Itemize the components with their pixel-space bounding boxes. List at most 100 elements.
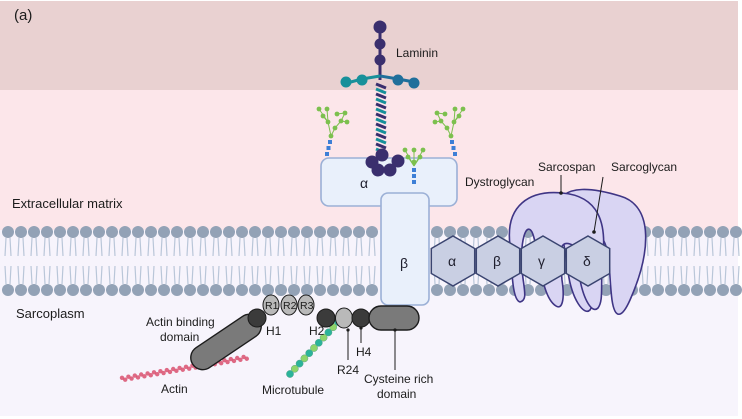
laminin-coiled-coil	[375, 82, 387, 155]
lipid-tail	[290, 237, 298, 257]
actin-monomer	[123, 377, 128, 382]
lipid-head	[704, 284, 716, 296]
actin-monomer	[129, 376, 134, 381]
laminin-label: Laminin	[396, 46, 438, 60]
actin-monomer	[238, 357, 243, 363]
lipid-head	[678, 284, 690, 296]
lipid-head	[327, 226, 339, 238]
laminin-bead	[374, 54, 386, 66]
glycan-stalk-unit	[450, 140, 454, 144]
sarcoglycan-alpha-label: α	[448, 253, 456, 269]
coil-segment	[375, 142, 387, 150]
r24-leader-dot	[346, 328, 350, 332]
lipid-tail	[147, 265, 155, 285]
lipid-tail	[212, 237, 220, 257]
lipid-tail	[732, 265, 740, 285]
sarcoglycan-delta	[565, 235, 611, 287]
spectrin-repeat-r3	[297, 294, 315, 316]
lipid-tail	[706, 265, 714, 285]
glycan-bond	[404, 149, 415, 167]
lipid-tail	[199, 237, 207, 257]
glycan-stalk-unit	[451, 146, 456, 150]
lipid-tail	[238, 265, 246, 285]
glycan-stalk-unit	[326, 146, 331, 150]
extracellular-matrix-label: Extracellular matrix	[12, 196, 123, 211]
lipid-tail	[121, 265, 129, 285]
lipid-tail	[355, 237, 363, 257]
lipid-head	[41, 226, 53, 238]
laminin-globule	[375, 148, 389, 162]
lipid-tail	[173, 265, 181, 285]
cysteine-rich-label-line2: domain	[377, 387, 416, 401]
lipid-tail	[30, 265, 38, 285]
glycan-sugar	[316, 106, 322, 112]
lipid-tail	[264, 265, 272, 285]
lipid-tail	[303, 265, 311, 285]
lipid-tail	[368, 265, 376, 285]
tubulin-subunit	[295, 359, 304, 368]
lipid-tail	[641, 265, 649, 285]
glycan-stalk-unit	[412, 174, 416, 178]
lipid-head	[2, 226, 14, 238]
actin-monomer	[148, 373, 153, 378]
lipid-tail	[342, 237, 350, 257]
lipid-tail	[69, 265, 77, 285]
lipid-tail	[160, 237, 168, 257]
lipid-head	[197, 226, 209, 238]
lipid-tail	[56, 265, 64, 285]
panel-label: (a)	[14, 7, 32, 24]
lipid-tail	[147, 237, 155, 257]
lipid-head	[145, 226, 157, 238]
lipid-head	[730, 226, 742, 238]
glycan-sugar	[411, 147, 417, 153]
lipid-head	[353, 226, 365, 238]
actin-monomer	[142, 374, 147, 379]
lipid-tail	[654, 237, 662, 257]
tubulin-subunit	[286, 370, 294, 378]
beta-dystroglycan-label: β	[400, 255, 408, 271]
glycan-stalk-unit	[325, 152, 329, 156]
lipid-tail	[212, 265, 220, 285]
actin-monomer	[119, 375, 125, 380]
lipid-head	[28, 284, 40, 296]
sarcoglycan-beta-label: β	[493, 253, 501, 269]
lipid-head	[366, 226, 378, 238]
coil-segment	[375, 102, 387, 110]
r3-label: R3	[300, 300, 314, 312]
lipid-tail	[719, 237, 727, 257]
actin-monomer	[145, 371, 150, 376]
lipid-tail	[173, 237, 181, 257]
laminin-bead	[340, 76, 352, 88]
lipid-tail	[108, 237, 116, 257]
lipid-head	[28, 226, 40, 238]
h4-leader-dot	[359, 326, 363, 330]
lipid-head	[132, 284, 144, 296]
lipid-tail	[30, 237, 38, 257]
glycan-sugar	[324, 106, 330, 112]
tubulin-subunit	[305, 349, 314, 358]
cysteine-rich-leader-dot	[393, 328, 397, 332]
lipid-tail	[667, 237, 675, 257]
lipid-head	[54, 226, 66, 238]
dystroglycan: α β	[320, 157, 458, 306]
actin-monomer	[235, 355, 240, 361]
sarcoplasm-label: Sarcoplasm	[16, 306, 85, 321]
lipid-head	[652, 284, 664, 296]
laminin-bead	[408, 77, 420, 89]
lipid-head	[704, 226, 716, 238]
lipid-head	[184, 226, 196, 238]
lipid-head	[730, 284, 742, 296]
spectrin-repeat-r24	[335, 307, 353, 329]
lipid-head	[444, 226, 456, 238]
lipid-tail	[225, 237, 233, 257]
tubulin-subunit	[314, 338, 323, 347]
lipid-head	[444, 284, 456, 296]
lipid-head	[67, 284, 79, 296]
coil-segment	[375, 92, 387, 100]
lipid-tail	[680, 237, 688, 257]
r1-label: R1	[265, 300, 279, 312]
lipid-tail	[56, 237, 64, 257]
lipid-head	[262, 284, 274, 296]
lipid-head	[80, 284, 92, 296]
